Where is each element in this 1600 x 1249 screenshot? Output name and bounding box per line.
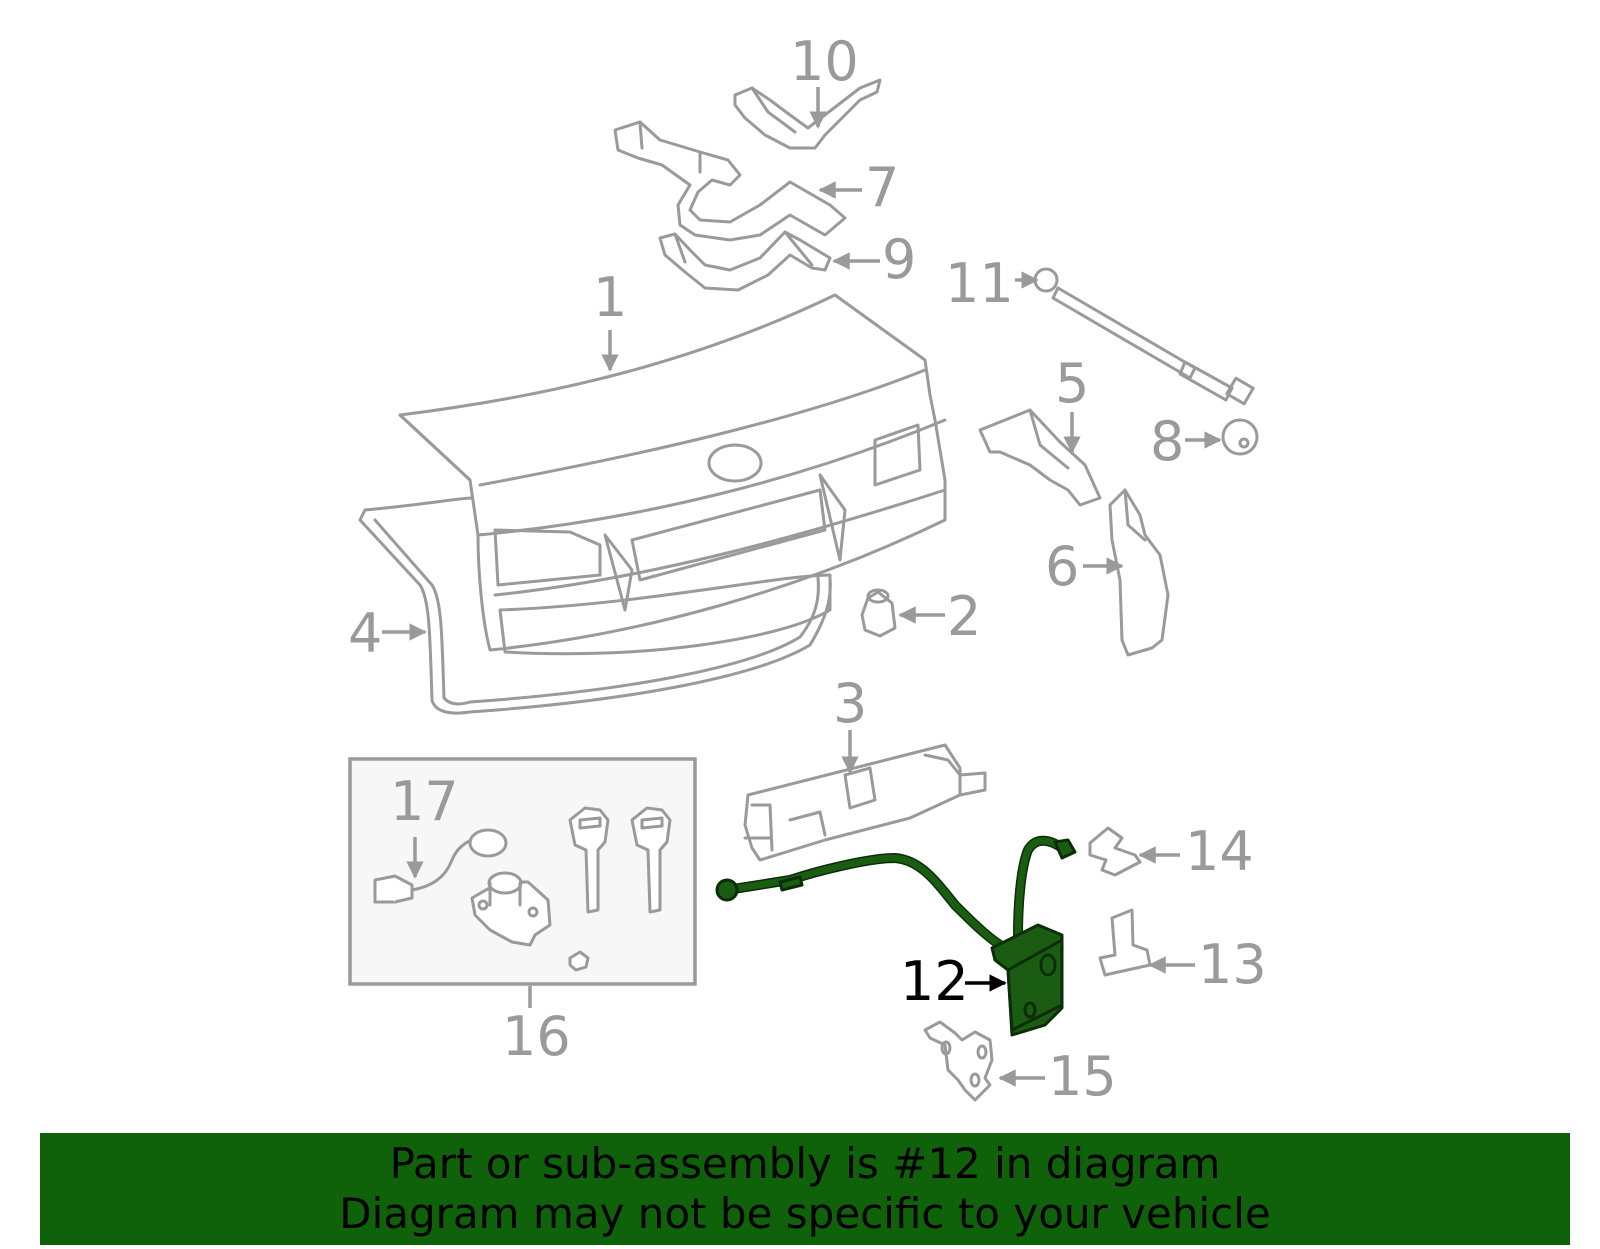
callout-13: 13 — [1198, 933, 1267, 996]
part-1-trunk-lid — [398, 293, 947, 656]
callout-11: 11 — [945, 252, 1014, 315]
callout-7: 7 — [865, 156, 899, 219]
part-10-bracket — [733, 78, 882, 150]
callout-leaders — [382, 87, 1222, 1087]
callout-6: 6 — [1045, 535, 1079, 598]
callout-17: 17 — [390, 770, 459, 833]
callout-1: 1 — [593, 266, 627, 329]
callout-15: 15 — [1048, 1045, 1117, 1108]
callout-16: 16 — [502, 1005, 571, 1068]
callout-10: 10 — [790, 30, 859, 93]
callout-2: 2 — [947, 585, 981, 648]
callout-12[interactable]: 12 — [900, 950, 969, 1013]
part-4-weatherstrip — [358, 496, 832, 715]
callout-3: 3 — [833, 672, 867, 735]
part-6-trim — [1108, 488, 1170, 657]
part-3-actuator — [743, 743, 987, 862]
callout-5: 5 — [1055, 352, 1089, 415]
callout-14: 14 — [1185, 820, 1254, 883]
callout-labels: 10 7 9 1 11 5 8 6 2 4 3 17 14 13 12 16 1… — [348, 30, 1267, 1108]
part-12-latch-assembly[interactable] — [715, 835, 1077, 1037]
part-7-bracket — [613, 120, 847, 242]
part-14-bracket — [1088, 826, 1142, 877]
info-banner: Part or sub-assembly is #12 in diagram D… — [40, 1133, 1570, 1245]
part-2-bumper — [860, 588, 897, 638]
part-13-clip — [1098, 908, 1152, 977]
banner-line-2: Diagram may not be specific to your vehi… — [339, 1189, 1271, 1238]
part-8-grommet — [1221, 418, 1259, 456]
part-9-bracket — [658, 230, 832, 292]
part-16-lock-set — [348, 757, 697, 986]
part-15-striker — [923, 1020, 994, 1102]
callout-4: 4 — [348, 602, 382, 665]
part-17-harness — [373, 828, 508, 904]
banner-line-1: Part or sub-assembly is #12 in diagram — [389, 1139, 1221, 1188]
callout-9: 9 — [882, 228, 916, 291]
callout-8: 8 — [1150, 410, 1184, 473]
part-5-trim — [978, 408, 1102, 507]
